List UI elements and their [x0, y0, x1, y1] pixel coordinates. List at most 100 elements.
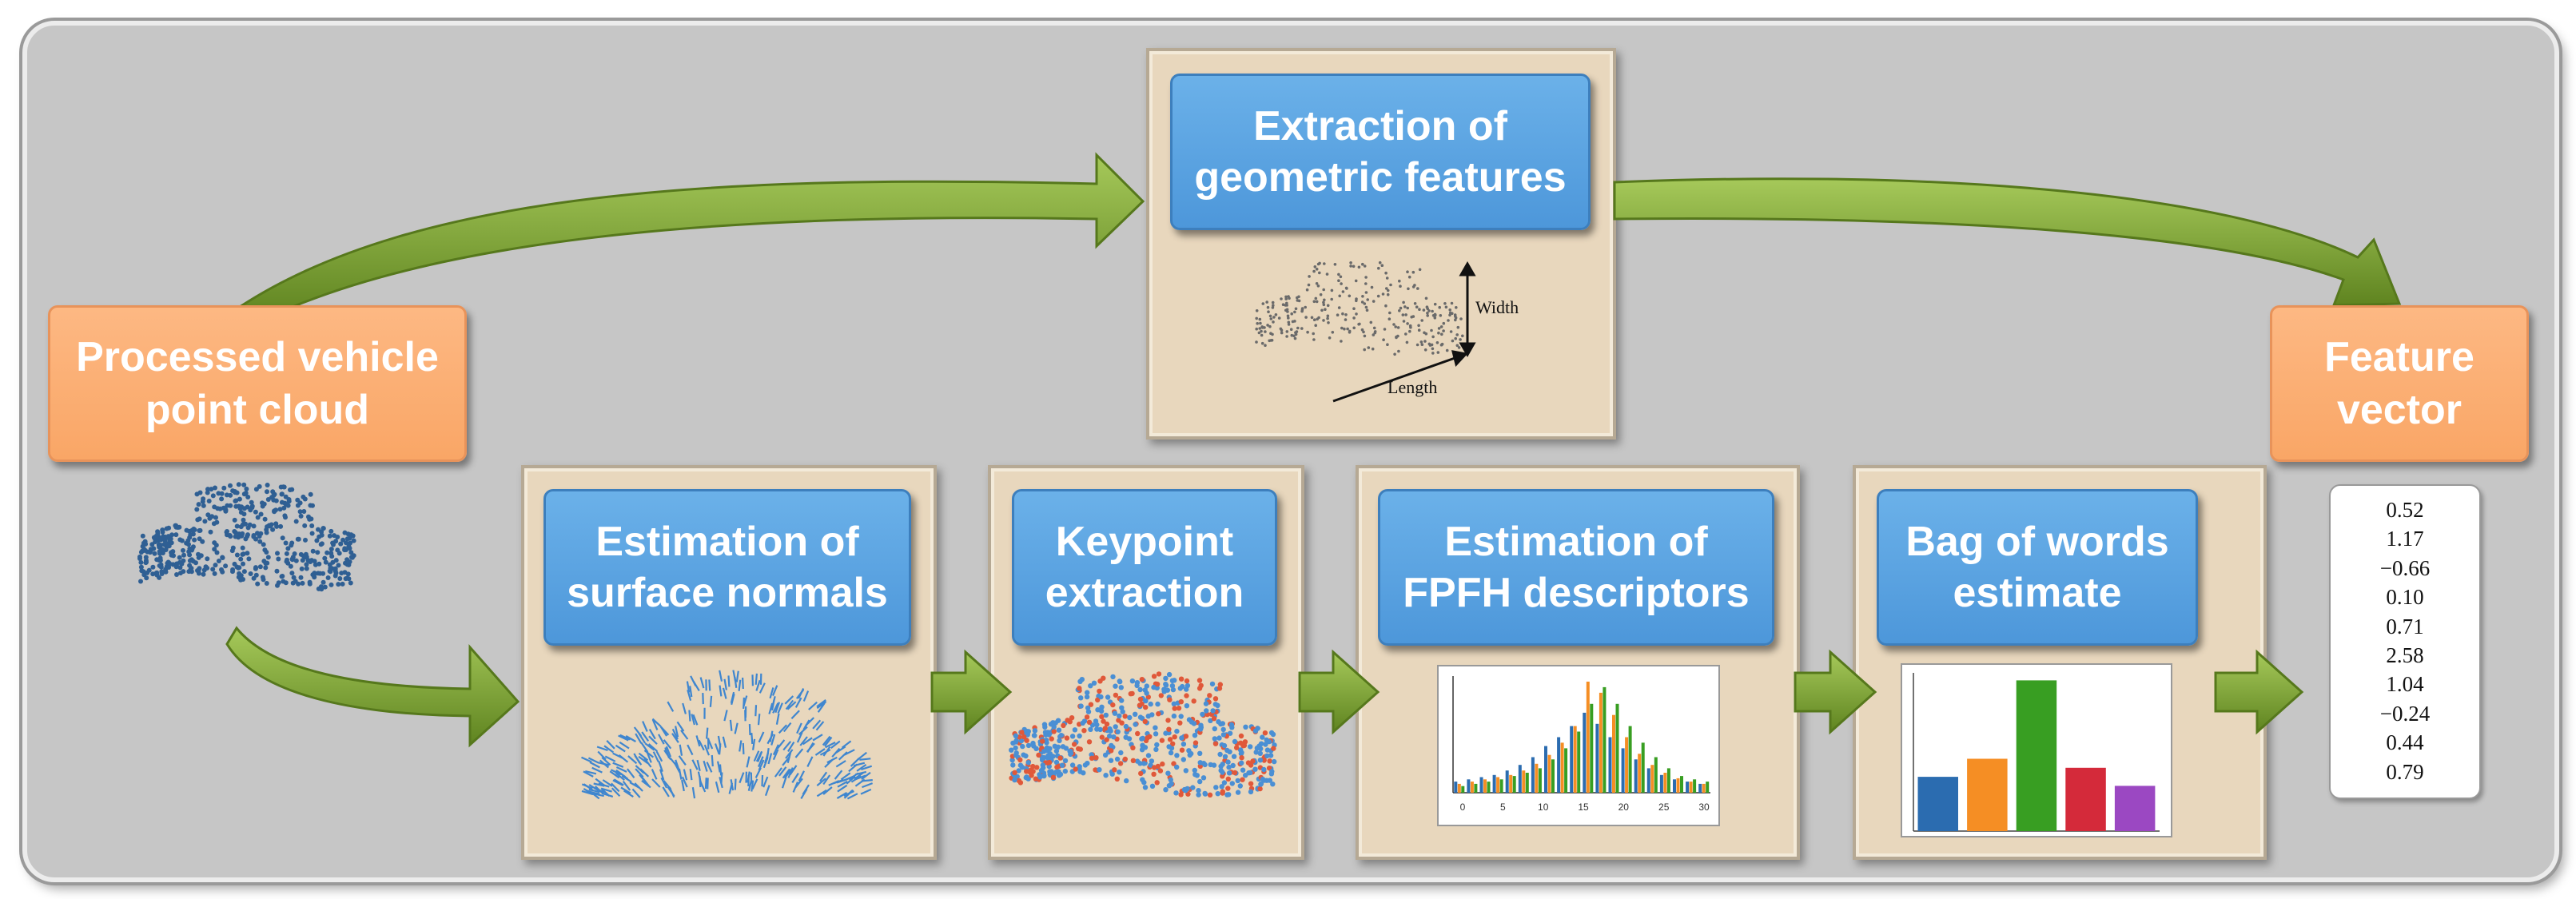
- cloud-point: [1260, 329, 1263, 333]
- normal-arrow: [587, 757, 599, 764]
- cloud-point: [173, 564, 179, 570]
- normal-arrow: [638, 752, 649, 762]
- normal-arrow: [691, 787, 696, 799]
- cloud-point: [303, 537, 308, 543]
- cloud-point: [1069, 715, 1075, 721]
- cloud-point: [1461, 334, 1464, 338]
- cloud-point: [1326, 316, 1329, 320]
- cloud-point: [1043, 732, 1049, 738]
- normal-arrow: [627, 755, 638, 765]
- normal-arrow: [836, 791, 848, 799]
- cloud-point: [1225, 786, 1231, 791]
- fpfh-bar: [1659, 774, 1663, 793]
- cloud-point: [1293, 336, 1297, 340]
- cloud-point: [1315, 268, 1319, 271]
- normal-arrow: [825, 742, 836, 749]
- cloud-point: [1088, 683, 1093, 689]
- cloud-point: [1097, 678, 1103, 684]
- cloud-point: [1149, 758, 1155, 764]
- cloud-point: [241, 577, 245, 582]
- cloud-point: [1025, 760, 1031, 766]
- cloud-point: [1378, 261, 1382, 265]
- cloud-point: [1139, 677, 1145, 682]
- fpfh-bar: [1586, 682, 1590, 793]
- cloud-point: [1352, 326, 1356, 330]
- cloud-point: [342, 547, 348, 553]
- cloud-point: [1104, 737, 1109, 742]
- cloud-point: [1325, 272, 1329, 276]
- cloud-point: [1384, 271, 1388, 275]
- normal-arrow: [669, 757, 679, 768]
- normal-arrow: [620, 786, 631, 794]
- cloud-point: [1322, 300, 1325, 304]
- normals-step-box: Estimation of surface normals: [543, 489, 911, 646]
- normal-arrow: [798, 726, 808, 736]
- cloud-point: [1179, 735, 1184, 741]
- feature-value: 1.04: [2386, 672, 2424, 697]
- cloud-point: [1137, 696, 1144, 702]
- cloud-point: [1314, 296, 1318, 300]
- cloud-point: [1153, 731, 1159, 737]
- cloud-point: [1117, 770, 1122, 775]
- cloud-point: [187, 546, 193, 551]
- cloud-point: [1260, 734, 1265, 740]
- fpfh-bar: [1603, 686, 1607, 793]
- cloud-point: [1211, 716, 1217, 722]
- input-line1: Processed vehicle: [76, 334, 439, 380]
- cloud-point: [1093, 755, 1099, 761]
- cloud-point: [1095, 697, 1101, 703]
- cloud-point: [153, 571, 159, 575]
- normal-arrow: [748, 724, 751, 736]
- cloud-point: [278, 523, 284, 529]
- cloud-point: [1268, 730, 1275, 736]
- cloud-point: [1044, 746, 1049, 751]
- cloud-point: [141, 547, 147, 553]
- fpfh-bar: [1666, 768, 1670, 793]
- cloud-point: [1316, 284, 1320, 288]
- cloud-point: [1089, 755, 1095, 761]
- normal-arrow: [706, 762, 713, 773]
- cloud-point: [209, 514, 215, 519]
- cloud-point: [241, 491, 247, 497]
- cloud-point: [1284, 304, 1288, 307]
- cloud-point: [264, 530, 269, 535]
- cloud-point: [290, 555, 296, 560]
- normal-arrow: [854, 771, 865, 780]
- cloud-point: [177, 524, 182, 530]
- fpfh-bar: [1483, 779, 1487, 793]
- cloud-point: [157, 575, 162, 580]
- cloud-point: [1402, 320, 1406, 323]
- cloud-point: [298, 551, 304, 557]
- cloud-point: [308, 491, 313, 497]
- cloud-point: [1264, 330, 1267, 333]
- cloud-point: [1360, 328, 1364, 332]
- normal-arrow: [658, 761, 663, 772]
- cloud-point: [281, 484, 286, 490]
- normal-arrow: [634, 782, 643, 792]
- cloud-point: [1217, 682, 1224, 687]
- cloud-point: [1280, 297, 1283, 300]
- cloud-point: [1113, 692, 1119, 698]
- cloud-point: [1322, 303, 1326, 307]
- cloud-point: [1435, 341, 1439, 344]
- normal-arrow: [615, 766, 627, 773]
- cloud-point: [271, 497, 277, 503]
- cloud-point: [1256, 322, 1259, 325]
- cloud-point: [1178, 714, 1184, 719]
- normal-arrow: [622, 781, 631, 791]
- cloud-point: [1349, 265, 1352, 268]
- cloud-point: [1263, 742, 1268, 747]
- cloud-point: [348, 550, 354, 555]
- cloud-point: [1294, 307, 1298, 311]
- cloud-point: [1117, 713, 1122, 719]
- cloud-point: [301, 509, 307, 514]
- normal-arrow: [854, 770, 867, 776]
- normal-arrow: [719, 670, 723, 682]
- cloud-point: [261, 542, 266, 547]
- arrow-to-geometric: [237, 152, 1145, 321]
- cloud-point: [1253, 750, 1259, 755]
- cloud-point: [1107, 733, 1113, 739]
- normal-arrow: [837, 784, 848, 793]
- feature-value: 1.17: [2386, 527, 2424, 551]
- cloud-point: [312, 559, 317, 564]
